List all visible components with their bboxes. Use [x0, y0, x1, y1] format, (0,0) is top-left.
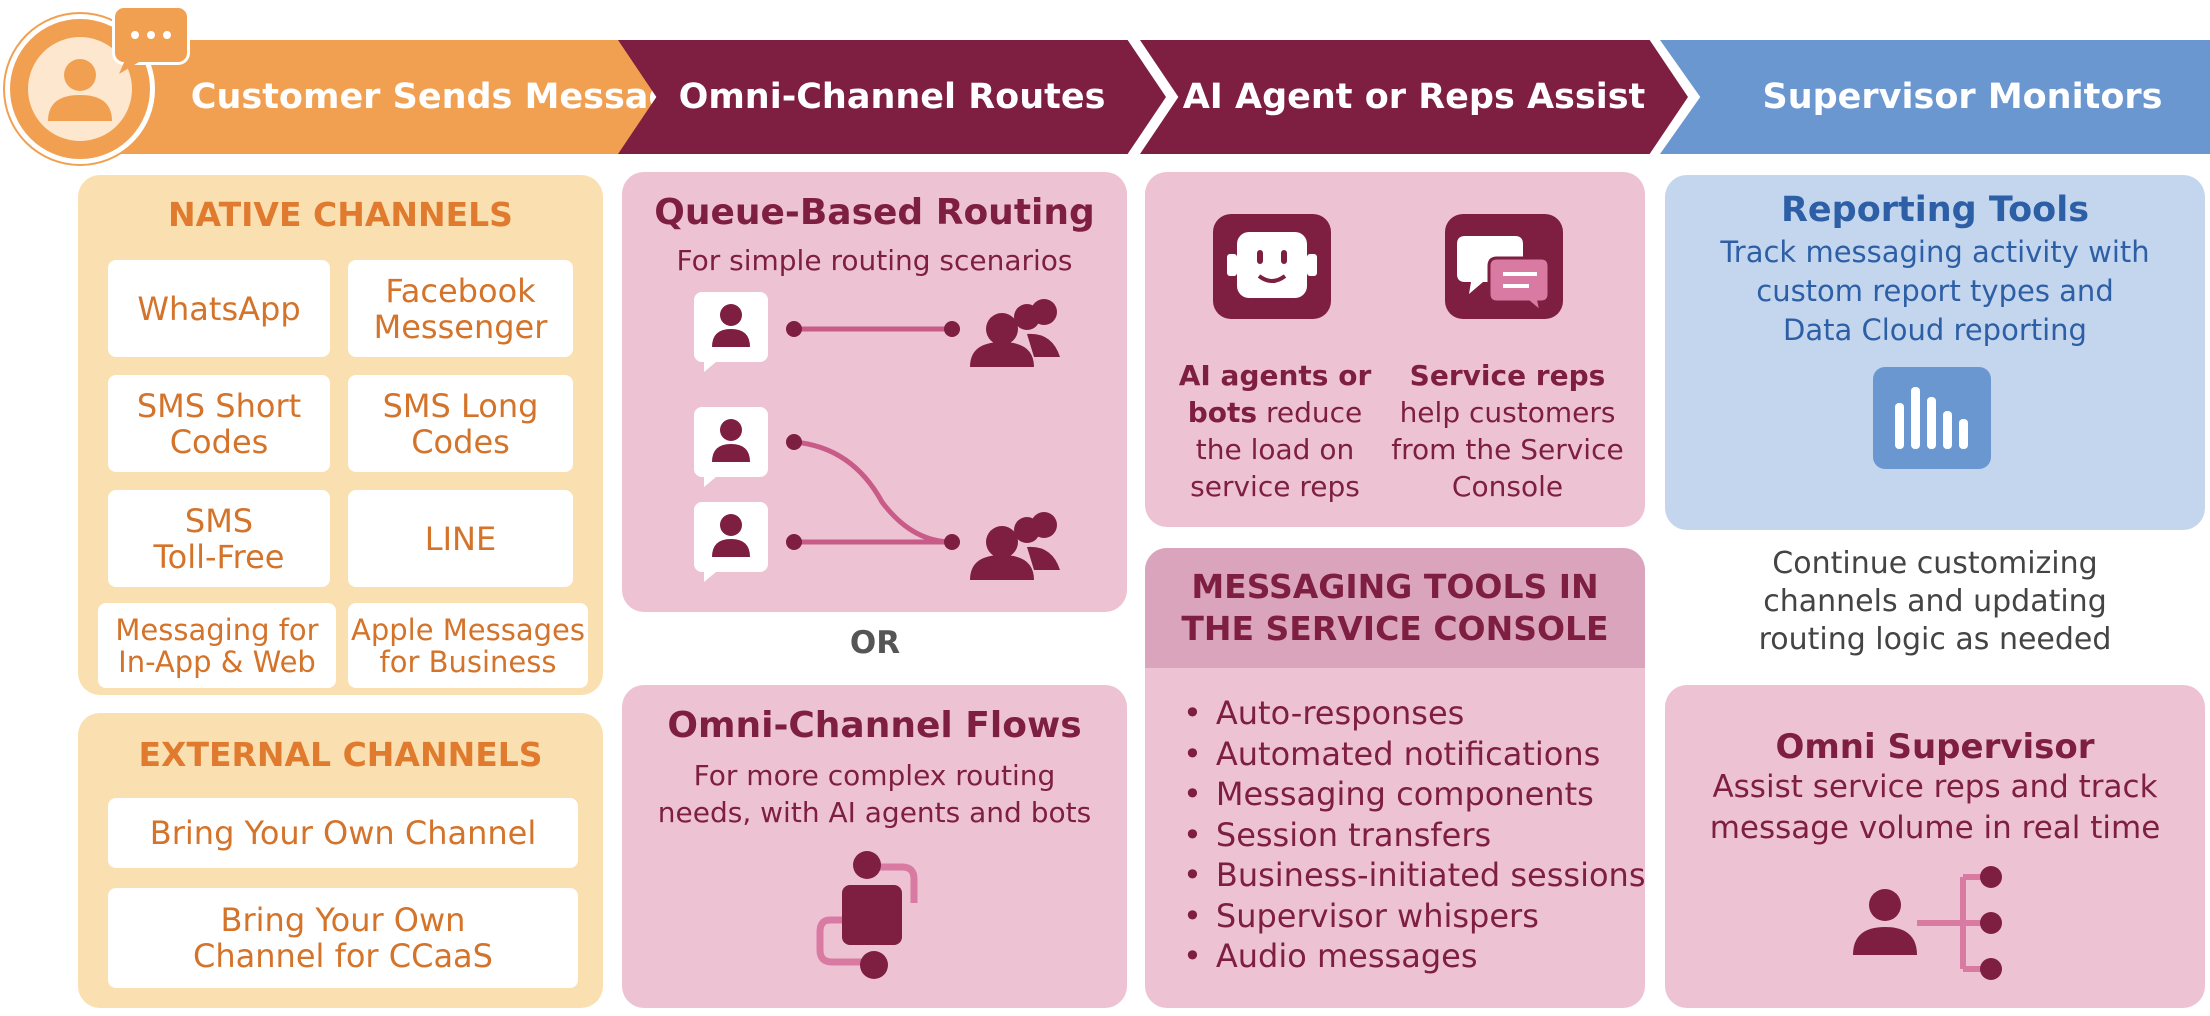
channel-tile: Messaging for In-App & Web — [98, 603, 336, 688]
flow-icon — [816, 851, 918, 979]
bar-chart-icon — [1873, 367, 1991, 469]
omni-channel-flows-panel: Omni-Channel Flows For more complex rout… — [622, 685, 1127, 1008]
omni-supervisor-subtitle: Assist service reps and track message vo… — [1709, 769, 2161, 846]
channel-tile: SMS Toll-Free — [108, 490, 330, 587]
list-item: Automated notifications — [1183, 734, 1645, 775]
ai-agents-bold-2: bots — [1187, 396, 1258, 429]
step-supervisor-monitors: Supervisor Monitors — [1660, 40, 2210, 154]
external-channels-panel: EXTERNAL CHANNELS Bring Your Own Channel… — [78, 713, 603, 1008]
list-item: Session transfers — [1183, 815, 1645, 856]
omni-supervisor-title: Omni Supervisor — [1775, 727, 2095, 767]
step-label: Customer Sends Message — [190, 77, 698, 117]
channel-tile: WhatsApp — [108, 260, 330, 357]
step-label: Omni-Channel Routes — [678, 77, 1106, 117]
supervisor-hierarchy-icon — [1853, 866, 2002, 980]
messaging-tools-panel: MESSAGING TOOLS IN THE SERVICE CONSOLE A… — [1145, 548, 1645, 1008]
reporting-tools-panel: Reporting Tools Track messaging activity… — [1665, 175, 2205, 530]
channel-tile: LINE — [348, 490, 573, 587]
omni-flows-title: Omni-Channel Flows — [667, 705, 1082, 746]
step-ai-agent-or-reps-assist: AI Agent or Reps Assist — [1140, 40, 1688, 154]
reporting-tools-subtitle: Track messaging activity with custom rep… — [1720, 235, 2150, 347]
list-item: Audio messages — [1183, 936, 1645, 977]
external-channels-title: EXTERNAL CHANNELS — [138, 735, 543, 774]
service-reps-caption: Service reps help customers from the Ser… — [1385, 357, 1630, 505]
ai-agents-text: reduce — [1257, 396, 1363, 429]
ai-agents-caption: AI agents or bots reduce the load on ser… — [1165, 357, 1385, 505]
native-channels-title: NATIVE CHANNELS — [168, 195, 513, 234]
chat-bubble-icon — [112, 5, 190, 74]
list-item: Supervisor whispers — [1183, 896, 1645, 937]
messaging-tools-list: Auto-responses Automated notifications M… — [1183, 693, 1646, 977]
channel-tile: Bring Your Own Channel for CCaaS — [108, 888, 578, 988]
step-label: AI Agent or Reps Assist — [1182, 77, 1646, 117]
reporting-tools-title: Reporting Tools — [1780, 190, 2090, 230]
service-reps-text-3: from the Service — [1391, 433, 1624, 466]
service-reps-bold: Service reps — [1409, 359, 1606, 392]
queue-based-routing-panel: Queue-Based Routing For simple routing s… — [622, 172, 1127, 612]
service-reps-text-4: Console — [1451, 470, 1564, 503]
service-reps-text-2: help customers — [1399, 396, 1616, 429]
channel-tile: SMS Short Codes — [108, 375, 330, 472]
list-item: Business-initiated sessions — [1183, 855, 1646, 896]
ai-agent-reps-panel: AI agents or bots reduce the load on ser… — [1145, 172, 1645, 527]
ai-agents-text-4: service reps — [1190, 470, 1360, 503]
channel-tile: Facebook Messenger — [348, 260, 573, 357]
list-item: Messaging components — [1183, 774, 1645, 815]
or-label: OR — [849, 625, 901, 661]
bot-icon — [1213, 214, 1331, 319]
native-channels-panel: NATIVE CHANNELS WhatsApp Facebook Messen… — [78, 175, 603, 695]
step-customer-sends-message: Customer Sends Message — [100, 40, 718, 154]
omni-flows-subtitle: For more complex routing needs, with AI … — [657, 759, 1092, 829]
step-label: Supervisor Monitors — [1762, 77, 2163, 117]
channel-tile: Apple Messages for Business — [348, 603, 588, 688]
messaging-tools-title: MESSAGING TOOLS IN THE SERVICE CONSOLE — [1145, 548, 1645, 668]
omni-supervisor-panel: Omni Supervisor Assist service reps and … — [1665, 685, 2205, 1008]
routing-diagram — [694, 292, 1060, 582]
channel-tile: SMS Long Codes — [348, 375, 573, 472]
continue-customizing-text: Continue customizing channels and updati… — [1758, 546, 2112, 657]
ai-agents-bold: AI agents or — [1178, 359, 1372, 392]
chat-bubbles-icon — [1445, 214, 1563, 319]
list-item: Auto-responses — [1183, 693, 1645, 734]
channel-tile: Bring Your Own Channel — [108, 798, 578, 868]
ai-agents-text-3: the load on — [1195, 433, 1355, 466]
queue-routing-title: Queue-Based Routing — [654, 192, 1095, 233]
queue-routing-subtitle: For simple routing scenarios — [676, 244, 1073, 277]
step-omni-channel-routes: Omni-Channel Routes — [618, 40, 1166, 154]
